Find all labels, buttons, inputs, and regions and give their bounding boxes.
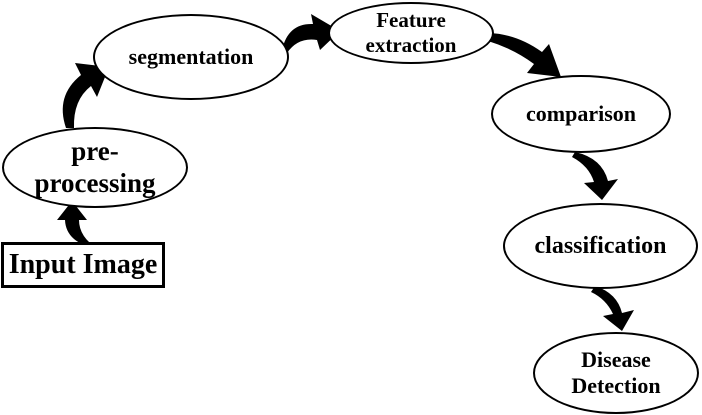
node-feature-extraction: Feature extraction bbox=[328, 2, 494, 64]
node-label: processing bbox=[34, 167, 156, 198]
node-input-image: Input Image bbox=[1, 242, 165, 288]
arrow-feature-extraction-to-comparison bbox=[488, 33, 561, 77]
node-label: Feature bbox=[376, 8, 446, 33]
node-label: pre- bbox=[71, 135, 119, 166]
node-comparison: comparison bbox=[491, 75, 671, 153]
node-label: Input Image bbox=[8, 249, 158, 281]
node-label: classification bbox=[534, 232, 667, 259]
node-label: Detection bbox=[571, 373, 661, 398]
node-classification: classification bbox=[503, 203, 698, 289]
node-pre-processing: pre- processing bbox=[2, 127, 188, 208]
node-label: extraction bbox=[365, 33, 457, 57]
node-label: Disease bbox=[581, 347, 651, 373]
node-disease-detection: Disease Detection bbox=[533, 332, 699, 414]
node-segmentation: segmentation bbox=[93, 14, 289, 100]
arrow-comparison-to-classification bbox=[572, 152, 618, 200]
node-label: comparison bbox=[526, 101, 636, 127]
arrow-classification-to-disease-detection bbox=[591, 286, 634, 331]
node-label: segmentation bbox=[128, 44, 254, 70]
